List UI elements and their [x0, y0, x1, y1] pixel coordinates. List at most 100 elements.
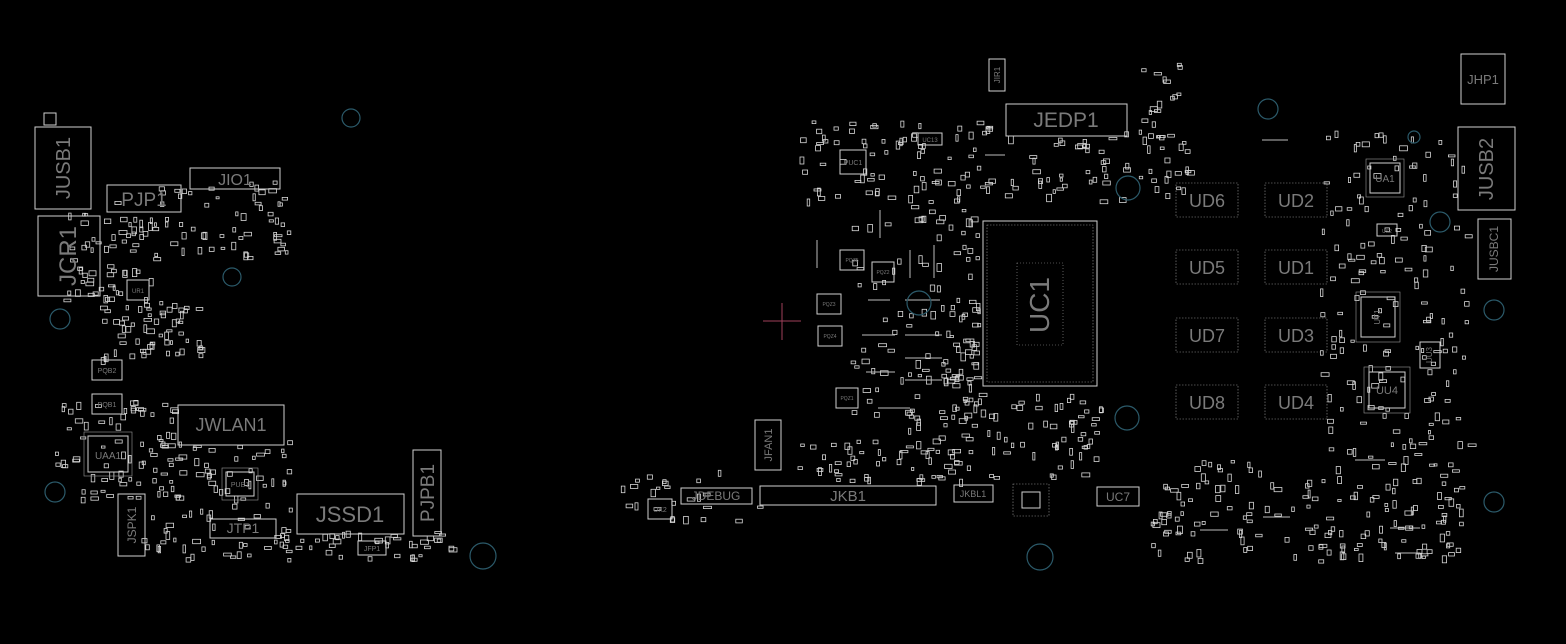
memory-chip-ud7[interactable] [1175, 317, 1239, 353]
passive-footprint [108, 296, 115, 302]
memory-chip-label: UD8 [1189, 393, 1225, 413]
connector-jusbc1[interactable] [1477, 218, 1512, 280]
passive-footprint [963, 338, 971, 344]
connector-jir1[interactable] [988, 58, 1006, 92]
passive-footprint [100, 489, 106, 493]
passive-footprint [1161, 519, 1168, 526]
connector-pjp1[interactable] [106, 184, 182, 213]
memory-chip-ud3[interactable] [1264, 317, 1328, 353]
passive-footprint [1403, 456, 1409, 465]
chip-bga[interactable] [1012, 483, 1050, 517]
passive-footprint [1190, 531, 1196, 537]
passive-footprint [1392, 487, 1396, 495]
passive-footprint [55, 451, 59, 456]
passive-footprint [153, 257, 162, 262]
connector-jfp1[interactable] [357, 540, 387, 556]
passive-footprint [367, 556, 373, 562]
passive-footprint [136, 407, 145, 412]
passive-footprint [66, 427, 72, 431]
passive-footprint [248, 468, 253, 474]
chip-ut1[interactable] [1360, 296, 1396, 338]
connector-jtp1[interactable] [209, 518, 277, 539]
connector-jspk1[interactable] [117, 493, 146, 557]
passive-footprint [130, 322, 135, 327]
memory-chip-ud4[interactable] [1264, 384, 1328, 420]
chip-ua1[interactable] [1369, 162, 1401, 194]
passive-footprint [634, 502, 639, 511]
connector-jssd1[interactable] [296, 493, 405, 535]
chip-uu3[interactable] [1419, 341, 1441, 369]
connector-jwlan1[interactable] [177, 404, 285, 446]
passive-footprint [996, 431, 1001, 440]
chip-uu4[interactable] [1368, 371, 1406, 409]
passive-footprint [235, 211, 239, 217]
connector-pjpb1[interactable] [412, 449, 442, 537]
memory-chip-ud2[interactable] [1264, 182, 1328, 218]
chip-pqb2[interactable] [91, 359, 123, 381]
connector-jfan1[interactable] [754, 419, 782, 471]
passive-footprint [1346, 219, 1350, 227]
passive-footprint [248, 480, 252, 490]
chip-pqz1[interactable] [835, 387, 859, 409]
chip-uaa1[interactable] [87, 435, 129, 473]
chip-pqz4[interactable] [817, 325, 843, 347]
passive-footprint [120, 216, 128, 223]
passive-footprint [211, 539, 215, 546]
passive-footprint [815, 145, 821, 152]
passive-footprint [834, 469, 840, 473]
chip-ur1[interactable] [126, 279, 150, 301]
passive-footprint [1438, 139, 1443, 145]
passive-footprint [90, 474, 96, 483]
connector-jusb1[interactable] [34, 126, 92, 210]
chip-pub1[interactable] [225, 471, 255, 497]
chip-uu4-label: UU4 [1376, 385, 1398, 397]
passive-footprint [119, 482, 128, 487]
passive-footprint [950, 453, 955, 460]
connector-jkb1[interactable] [759, 485, 937, 506]
connector-jusb2[interactable] [1457, 126, 1516, 211]
memory-chip-ud8[interactable] [1175, 384, 1239, 420]
chip-pqz2[interactable] [871, 261, 895, 283]
passive-footprint [1440, 337, 1444, 347]
passive-footprint [1176, 62, 1182, 67]
passive-footprint [1307, 489, 1311, 499]
passive-footprint [1353, 144, 1357, 153]
passive-footprint [880, 370, 889, 376]
connector-jdebug[interactable] [680, 487, 753, 505]
connector-jhp1[interactable] [1460, 53, 1506, 105]
connector-jcr1[interactable] [37, 215, 101, 297]
passive-footprint [101, 478, 109, 482]
chip-pqz3[interactable] [816, 293, 842, 315]
passive-footprint [168, 462, 174, 467]
memory-chip-ud6[interactable] [1175, 182, 1239, 218]
chip-us2[interactable] [1376, 223, 1398, 237]
passive-footprint [1384, 502, 1389, 507]
connector-jio1[interactable] [189, 167, 281, 190]
chip-pqb1[interactable] [91, 393, 123, 415]
chip-uc13[interactable] [917, 132, 943, 146]
passive-footprint [121, 451, 126, 460]
passive-footprint [1456, 503, 1461, 509]
passive-footprint [1165, 192, 1171, 199]
passive-footprint [1379, 525, 1383, 534]
passive-footprint [1416, 477, 1422, 485]
connector-jedp1[interactable] [1005, 103, 1128, 137]
memory-chip-ud1[interactable] [1264, 249, 1328, 285]
chip-pqz5[interactable] [839, 249, 865, 271]
passive-footprint [703, 505, 712, 509]
passive-footprint [109, 417, 113, 426]
passive-footprint [992, 446, 996, 456]
chip-uc7[interactable] [1096, 486, 1140, 507]
passive-footprint [960, 352, 966, 362]
cpu-uc1[interactable] [982, 220, 1098, 387]
chip-pqb2-label: PQB2 [98, 368, 117, 375]
chip-puc1[interactable] [839, 149, 867, 175]
connector-jkbl1[interactable] [953, 484, 994, 503]
passive-footprint [1383, 350, 1389, 357]
passive-footprint [179, 470, 188, 476]
passive-footprint [1346, 380, 1355, 385]
chip-uk2[interactable] [647, 498, 673, 520]
memory-chip-ud5[interactable] [1175, 249, 1239, 285]
passive-footprint [1350, 495, 1356, 500]
passive-footprint [90, 490, 98, 495]
